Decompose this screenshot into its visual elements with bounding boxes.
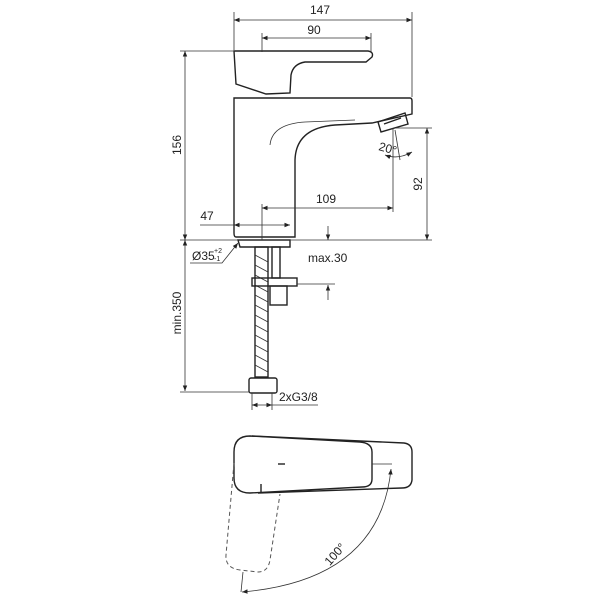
fixing-plate [251,277,298,287]
supply-hoses [248,246,298,394]
dimension-lines [180,12,432,410]
dim-lever-width: 90 [307,23,321,37]
dim-min-hose: min.350 [170,291,184,334]
dim-connection: 2xG3/8 [279,390,318,404]
dim-body-depth: 47 [200,209,214,223]
dim-max-deck: max.30 [308,251,348,265]
lever [233,50,374,95]
faucet-plan-view: 100° [225,435,413,594]
fixing-rod [271,246,281,279]
body-contour [269,119,356,146]
fixing-nut [269,285,288,306]
dim-lever-rotation: 100° [322,540,349,568]
dim-hole-diameter: Ø35 [192,249,215,263]
dim-spout-reach: 109 [316,192,336,206]
dim-height: 156 [170,135,184,155]
dim-hole-tol-upper: +2 [214,248,222,255]
rotation-arc [241,468,393,594]
base-plate [237,239,291,248]
dim-spout-height: 92 [411,177,425,191]
plan-lever [233,435,373,494]
plan-body [251,435,413,494]
dimension-labels: 147 90 156 92 109 47 20° Ø35 +2 -1 max.3… [170,3,425,404]
hose-connector-nut [248,377,278,394]
dim-aerator-angle: 20° [377,139,398,157]
aerator [377,112,409,133]
faucet-body [233,97,413,238]
dim-overall-width: 147 [310,3,330,17]
dim-hole-tol-lower: -1 [214,256,220,263]
